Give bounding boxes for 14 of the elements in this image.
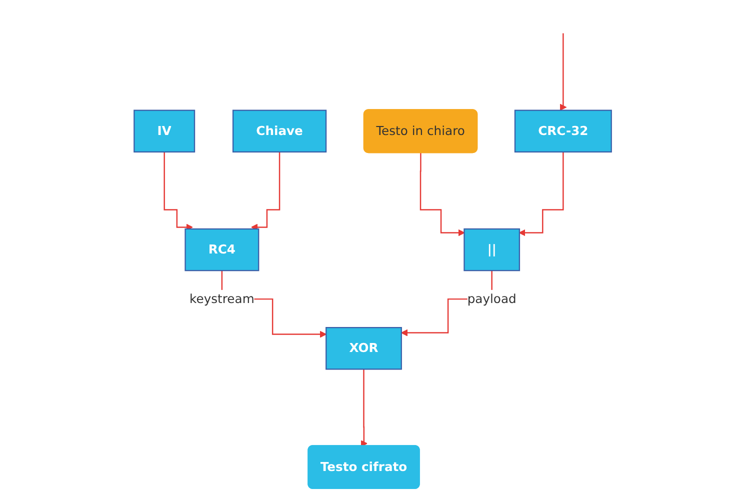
arrow <box>420 152 465 236</box>
node-box: Chiave <box>232 110 326 152</box>
node-box: || <box>463 228 520 272</box>
node-box: CRC-32 <box>514 110 612 152</box>
arrow <box>560 32 566 111</box>
arrow <box>518 151 564 236</box>
arrow <box>360 368 368 447</box>
edge-label: keystream <box>189 291 254 306</box>
arrow <box>163 151 193 231</box>
arrow <box>250 151 280 231</box>
node-box: IV <box>133 110 195 152</box>
node-box: RC4 <box>184 228 259 272</box>
node-box: XOR <box>325 327 402 370</box>
edge-label: payload <box>467 291 516 306</box>
